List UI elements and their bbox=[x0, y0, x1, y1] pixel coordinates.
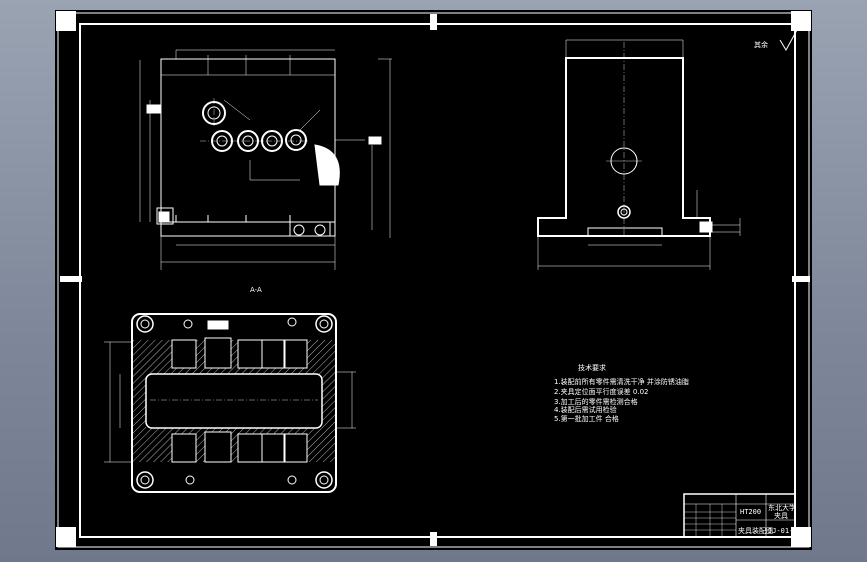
top-view bbox=[104, 313, 356, 493]
tech-req-item-4: 4.装配后需试用检验 bbox=[554, 405, 617, 414]
tech-req-item-3: 3.加工后的零件需检测合格 bbox=[554, 397, 638, 406]
tech-req-item-1: 1.装配前所有零件需清洗干净 并涂防锈油脂 bbox=[554, 377, 689, 386]
title-cell-mid-right: 夹具 bbox=[774, 511, 788, 520]
tech-req-item-5: 5.第一批加工件 合格 bbox=[554, 414, 619, 423]
tech-requirements: 技术要求 1.装配前所有零件需清洗干净 并涂防锈油脂 2.夹具定位面平行度误差 … bbox=[554, 363, 689, 423]
tech-req-heading: 技术要求 bbox=[578, 363, 606, 372]
title-drawing-no: JJ-01-0 bbox=[768, 527, 798, 535]
roughness-note: 其余 bbox=[754, 40, 768, 49]
drawing-sheet bbox=[55, 10, 812, 550]
tech-req-item-2: 2.夹具定位面平行度误差 0.02 bbox=[554, 387, 649, 396]
title-cell-top-right: 东北大学 bbox=[768, 503, 796, 512]
title-material: HT200 bbox=[740, 508, 761, 516]
section-label: A-A bbox=[250, 286, 262, 294]
title-block bbox=[683, 493, 796, 538]
front-view bbox=[139, 49, 392, 270]
title-drawing-name: 夹具装配图 bbox=[738, 526, 773, 535]
roughness-symbol bbox=[779, 29, 798, 52]
sheet-markers bbox=[56, 11, 811, 547]
side-view bbox=[537, 39, 741, 270]
